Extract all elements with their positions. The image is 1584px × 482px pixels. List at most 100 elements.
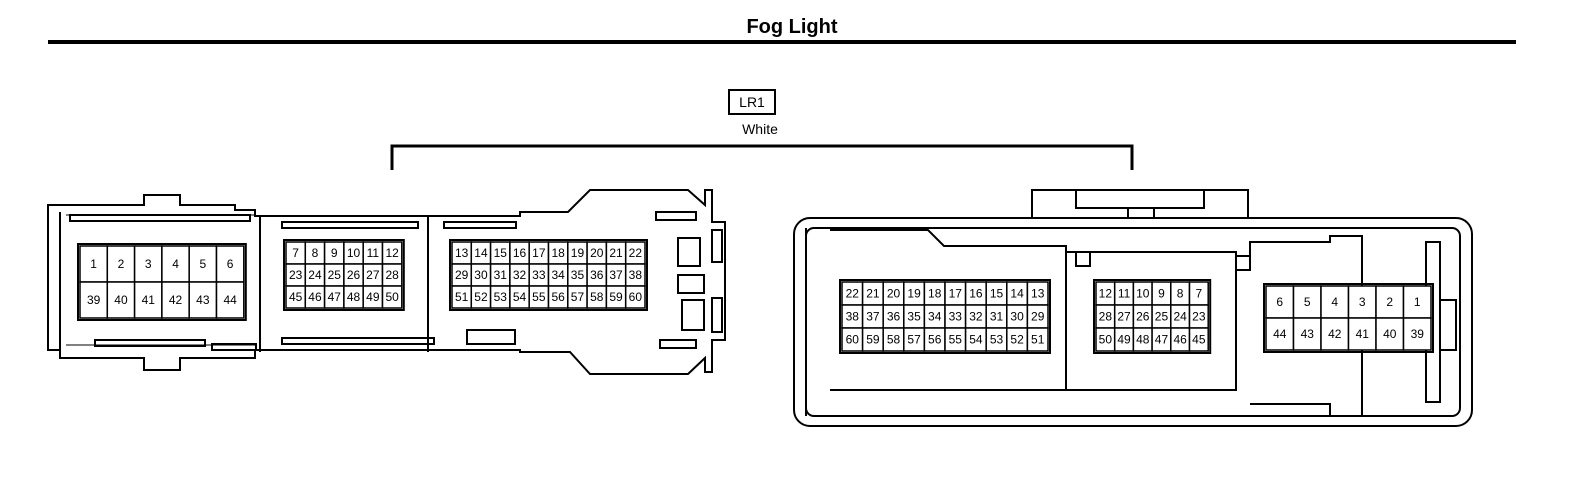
cavity-number: 38: [846, 310, 860, 324]
cavity-number: 6: [227, 257, 234, 271]
cavity-number: 57: [571, 290, 585, 304]
cavity-number: 2: [1386, 295, 1393, 309]
cavity: [624, 285, 646, 309]
cavity-number: 35: [907, 310, 921, 324]
cavity-number: 50: [1099, 333, 1113, 347]
cavity-number: 39: [87, 293, 101, 307]
cavity-number: 27: [366, 268, 380, 282]
cavity-number: 4: [172, 257, 179, 271]
cavity-number: 53: [990, 333, 1004, 347]
cavity: [1402, 285, 1432, 319]
cavity-number: 32: [969, 310, 983, 324]
cavity-number: 20: [590, 246, 604, 260]
cavity-block-frame: [77, 243, 247, 321]
cavity-number: 43: [1301, 327, 1315, 341]
cavity: [1188, 327, 1209, 352]
cavity-number: 8: [312, 246, 319, 260]
cavity-number: 19: [571, 246, 585, 260]
cavity-number: 5: [1304, 295, 1311, 309]
cavity-number: 47: [1155, 333, 1169, 347]
cavity-number: 3: [145, 257, 152, 271]
cavity: [1347, 317, 1377, 351]
cavity-number: 16: [513, 246, 527, 260]
cavity: [188, 245, 218, 283]
cavity-number: 48: [1136, 333, 1150, 347]
cavity: [133, 281, 163, 319]
cavity: [79, 281, 109, 319]
cavity-number: 27: [1117, 310, 1131, 324]
cavity-number: 28: [1099, 310, 1113, 324]
cavity-number: 20: [887, 287, 901, 301]
cavity-number: 12: [1099, 287, 1113, 301]
cavity-number: 16: [969, 287, 983, 301]
cavity-number: 59: [866, 333, 880, 347]
cavity: [1026, 327, 1049, 352]
cavity-number: 46: [1173, 333, 1187, 347]
cavity-number: 4: [1331, 295, 1338, 309]
cavity-number: 52: [1010, 333, 1024, 347]
female-connector-body: [793, 189, 1473, 427]
cavity-number: 3: [1359, 295, 1366, 309]
cavity-number: 30: [474, 268, 488, 282]
cavity-number: 36: [887, 310, 901, 324]
cavity-number: 33: [949, 310, 963, 324]
cavity-number: 38: [629, 268, 643, 282]
cavity-number: 22: [846, 287, 860, 301]
cavity: [215, 281, 245, 319]
cavity-number: 59: [609, 290, 623, 304]
cavity-number: 54: [513, 290, 527, 304]
cavity-number: 34: [551, 268, 565, 282]
cavity-number: 44: [1273, 327, 1287, 341]
cavity-number: 18: [551, 246, 565, 260]
cavity: [79, 245, 109, 283]
cavity-number: 24: [308, 268, 322, 282]
cavity-number: 60: [629, 290, 643, 304]
cavity-number: 1: [1414, 295, 1421, 309]
cavity-number: 30: [1010, 310, 1024, 324]
cavity-number: 15: [494, 246, 508, 260]
cavity-number: 37: [609, 268, 623, 282]
cavity: [1320, 317, 1350, 351]
cavity-number: 58: [590, 290, 604, 304]
cavity-number: 26: [347, 268, 361, 282]
cavity-number: 6: [1276, 295, 1283, 309]
cavity-number: 19: [907, 287, 921, 301]
cavity-number: 24: [1173, 310, 1187, 324]
cavity-block-frame: [839, 279, 1051, 354]
cavity-number: 7: [292, 246, 299, 260]
cavity-number: 48: [347, 290, 361, 304]
cavity-number: 37: [866, 310, 880, 324]
connector-bracket: [390, 144, 1134, 170]
connector-code-box: LR1: [728, 89, 776, 115]
cavity-number: 40: [1383, 327, 1397, 341]
cavity-number: 52: [474, 290, 488, 304]
cavity-number: 15: [990, 287, 1004, 301]
cavity: [215, 245, 245, 283]
cavity-number: 29: [1031, 310, 1045, 324]
cavity-number: 23: [1192, 310, 1206, 324]
connector-color-label: White: [742, 121, 778, 137]
cavity-number: 5: [200, 257, 207, 271]
cavity-number: 51: [1031, 333, 1045, 347]
cavity-number: 25: [1155, 310, 1169, 324]
cavity-number: 33: [532, 268, 546, 282]
cavity-number: 49: [366, 290, 380, 304]
cavity-number: 49: [1117, 333, 1131, 347]
cavity-number: 35: [571, 268, 585, 282]
cavity-block-frame: [283, 239, 405, 311]
cavity-number: 8: [1177, 287, 1184, 301]
cavity-number: 10: [347, 246, 361, 260]
cavity-number: 46: [308, 290, 322, 304]
cavity-number: 2: [118, 257, 125, 271]
male-connector-body: [47, 189, 726, 375]
cavity-number: 18: [928, 287, 942, 301]
cavity: [381, 285, 403, 309]
cavity-number: 31: [494, 268, 508, 282]
cavity-number: 55: [532, 290, 546, 304]
cavity: [188, 281, 218, 319]
cavity-number: 26: [1136, 310, 1150, 324]
cavity-block-frame: [449, 239, 648, 311]
